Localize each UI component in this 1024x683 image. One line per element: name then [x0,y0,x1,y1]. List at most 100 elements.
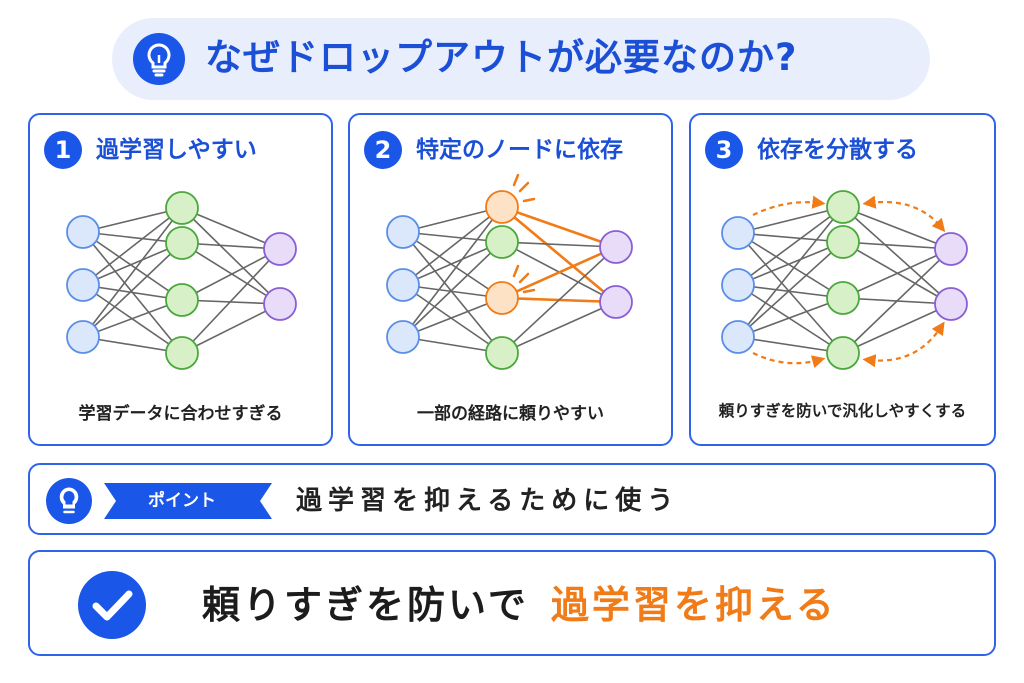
connection-line [737,241,844,286]
input-node [66,320,100,354]
conclusion-text-highlight: 過学習を抑える [550,583,837,627]
output-node [263,232,297,266]
connection-line [737,206,844,234]
emphasis-mark [518,272,530,284]
hidden-node [165,191,199,225]
connection-line [181,207,281,305]
hidden-node [826,281,860,315]
panel-caption: 一部の経路に頼りやすい [417,404,604,424]
connection-line [402,206,503,338]
panel-title: 依存を分散する [757,137,918,163]
connection-line [501,245,617,300]
connection-line [402,297,503,338]
step-number-badge: 2 [364,131,402,169]
output-node [599,285,633,319]
lightbulb-outline-icon [46,478,92,524]
connection-line [82,207,183,233]
input-node [386,320,420,354]
check-circle-icon [78,571,146,639]
connection-line [501,206,617,303]
connection-line [82,242,183,286]
dashed-arrow [752,195,826,216]
emphasis-mark [518,181,530,193]
point-badge-label: ポイント [148,491,216,511]
output-node [934,232,968,266]
connection-line [82,207,183,338]
connection-line [402,206,503,233]
hidden-node [165,226,199,260]
connection-line [181,248,281,301]
dashed-arrow [862,195,946,233]
connection-line [181,248,281,354]
panel-caption: 頼りすぎを防いで汎化しやすくする [718,402,967,420]
connection-line [82,231,183,301]
connection-line [501,241,617,248]
connection-line [737,284,844,299]
emphasis-mark [512,173,520,187]
panel-distribute-dependence: 3 依存を分散する 頼りすぎを防いで汎化しやすくする [689,113,996,446]
connection-line [181,303,281,354]
point-text: 過学習を抑えるために使う [296,486,680,516]
connection-line [842,248,952,354]
point-badge-ribbon [104,483,272,519]
step-number-badge: 1 [44,131,82,169]
neural-network-diagram [721,190,968,370]
connection-line [842,303,952,354]
title-banner [112,18,930,100]
connection-line [737,232,844,354]
input-node [721,268,755,302]
panel-overfitting: 1 過学習しやすい 学習データに合わせすぎる [28,113,333,446]
hidden-node [826,190,860,224]
connection-line [82,299,183,338]
connection-line [842,241,952,250]
connection-line [737,241,844,338]
conclusion-box: 頼りすぎを防いで過学習を抑える [28,550,996,656]
connection-line [82,207,183,286]
connection-line [82,242,183,338]
neural-network-diagram [386,173,633,370]
connection-line [842,248,952,299]
panel-caption: 学習データに合わせすぎる [78,404,283,424]
page-title: なぜドロップアウトが必要なのか? [205,36,798,79]
highlighted-hidden-node [485,281,519,315]
connection-line [501,301,617,354]
input-node [66,215,100,249]
output-node [263,287,297,321]
hidden-node [826,336,860,370]
connection-line [402,241,503,286]
panel-title: 過学習しやすい [96,137,257,163]
connection-line [737,232,844,299]
panel-node-dependence: 2 特定のノードに依存 一部の経路に頼りやすい [348,113,673,446]
conclusion-text: 頼りすぎを防いで過学習を抑える [202,574,837,636]
neural-network-diagram [66,191,297,370]
dashed-arrow [862,321,945,368]
connection-line [737,206,844,286]
connection-line [842,206,952,305]
output-node [934,287,968,321]
connection-line [181,242,281,305]
connection-line [737,297,844,338]
emphasis-mark [512,264,520,278]
connection-line [501,246,617,354]
input-node [66,268,100,302]
output-node [599,230,633,264]
input-node [721,320,755,354]
connection-line [402,231,503,299]
hidden-node [485,225,519,259]
hidden-node [826,225,860,259]
hidden-node [165,283,199,317]
emphasis-mark [522,288,536,294]
connection-line [181,207,281,250]
dashed-arrow [752,352,826,369]
connection-line [737,206,844,338]
conclusion-text-main: 頼りすぎを防いで [202,583,529,627]
step-number-badge: 3 [705,131,743,169]
connection-line [402,241,503,338]
connection-line [402,231,503,354]
input-node [721,216,755,250]
emphasis-mark [522,197,536,203]
panel-title: 特定のノードに依存 [416,137,623,163]
connection-line [501,205,617,249]
point-box: ポイント 過学習を抑えるために使う [28,463,996,535]
hidden-node [485,336,519,370]
